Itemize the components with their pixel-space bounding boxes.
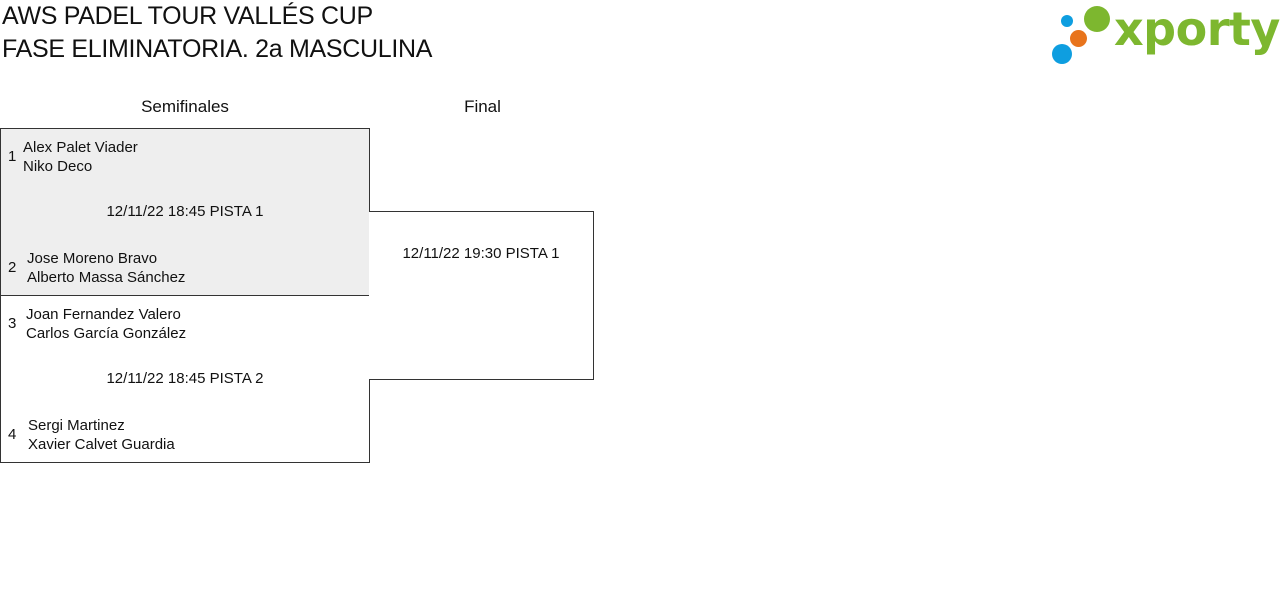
team-seed: 4 <box>8 426 17 443</box>
team-players: Jose Moreno Bravo Alberto Massa Sánchez <box>27 249 185 287</box>
final-match[interactable]: 12/11/22 19:30 PISTA 1 <box>369 211 594 380</box>
round-header-semifinals: Semifinales <box>141 97 229 116</box>
match-schedule: 12/11/22 18:45 PISTA 1 <box>106 203 264 220</box>
round-header-final: Final <box>464 97 501 116</box>
logo-wordmark: xporty <box>1114 2 1280 56</box>
semifinal-match-1[interactable]: 1 Alex Palet Viader Niko Deco 12/11/22 1… <box>0 128 370 296</box>
team-seed: 1 <box>8 148 17 165</box>
team-players: Joan Fernandez Valero Carlos García Gonz… <box>26 305 186 343</box>
player-name: Xavier Calvet Guardia <box>28 436 175 453</box>
match-schedule: 12/11/22 19:30 PISTA 1 <box>402 245 560 262</box>
player-name: Alberto Massa Sánchez <box>27 269 186 286</box>
match-schedule: 12/11/22 18:45 PISTA 2 <box>106 370 264 387</box>
logo-dot-orange-icon <box>1070 30 1087 47</box>
logo-dot-blue-small-icon <box>1061 15 1073 27</box>
player-name: Niko Deco <box>23 158 93 175</box>
team-players: Alex Palet Viader Niko Deco <box>23 138 138 176</box>
page-title: AWS PADEL TOUR VALLÉS CUP <box>2 2 373 30</box>
xporty-logo[interactable]: xporty <box>1050 2 1280 68</box>
player-name: Sergi Martinez <box>28 417 125 434</box>
player-name: Jose Moreno Bravo <box>27 250 158 267</box>
team-seed: 2 <box>8 259 17 276</box>
logo-dot-blue-large-icon <box>1052 44 1072 64</box>
team-seed: 3 <box>8 315 17 332</box>
semifinal-match-2[interactable]: 3 Joan Fernandez Valero Carlos García Go… <box>0 295 370 463</box>
player-name: Joan Fernandez Valero <box>26 306 181 323</box>
player-name: Carlos García González <box>26 325 187 342</box>
team-players: Sergi Martinez Xavier Calvet Guardia <box>28 416 175 454</box>
page-subtitle: FASE ELIMINATORIA. 2a MASCULINA <box>2 35 433 63</box>
player-name: Alex Palet Viader <box>23 139 138 156</box>
logo-dot-green-icon <box>1084 6 1110 32</box>
